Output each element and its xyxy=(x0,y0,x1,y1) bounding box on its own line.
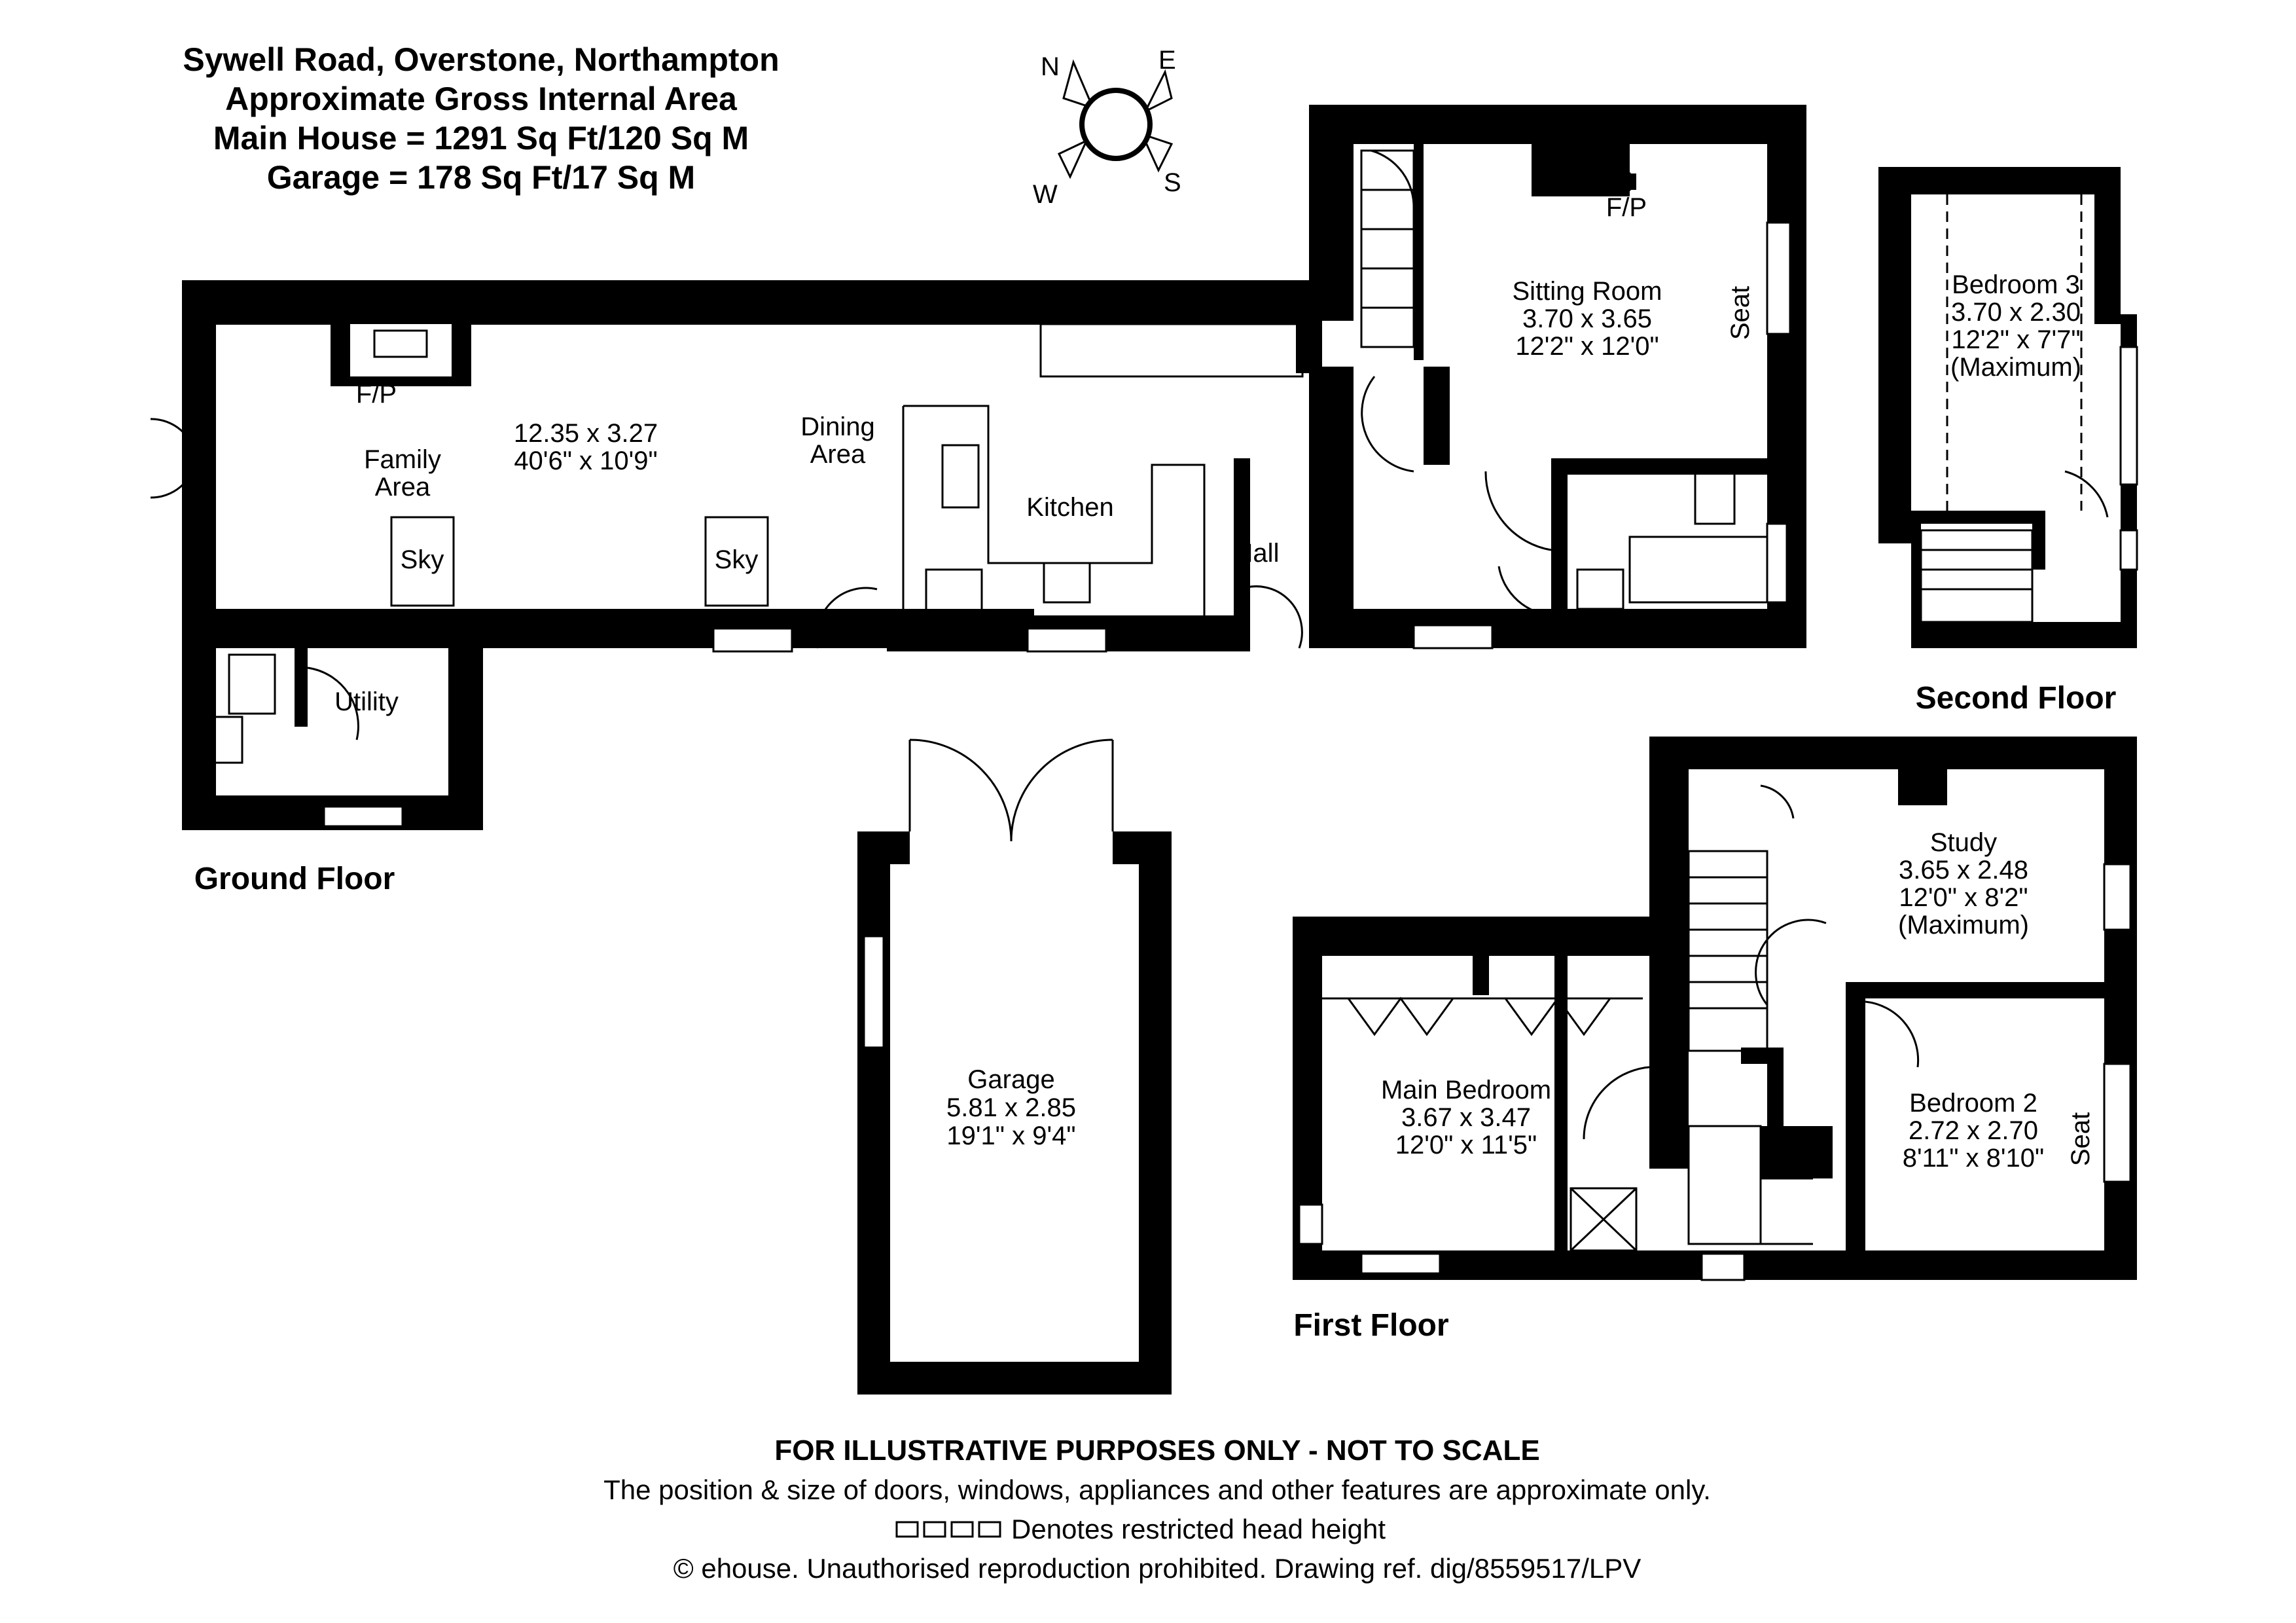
dining-area-label: Dining xyxy=(800,412,874,441)
dining-area-label-2: Area xyxy=(810,440,866,469)
main-bedroom-dims-imperial: 12'0" x 11'5" xyxy=(1395,1131,1537,1159)
copyright-line: © ehouse. Unauthorised reproduction proh… xyxy=(673,1553,1641,1584)
compass-icon: N E W S xyxy=(1033,46,1181,209)
skylight-label-1: Sky xyxy=(401,545,444,574)
first-floor-title: First Floor xyxy=(1293,1308,1448,1343)
bedroom-3-max: (Maximum) xyxy=(1950,353,2081,382)
sitting-seat-label: Seat xyxy=(1726,286,1755,340)
hall-label: Hall xyxy=(1234,539,1280,568)
study-dims-metric: 3.65 x 2.48 xyxy=(1899,856,2028,884)
bedroom-2-seat-label: Seat xyxy=(2066,1112,2095,1166)
sitting-dims-metric: 3.70 x 3.65 xyxy=(1522,304,1652,333)
ground-floor-plan: F/P Family Area 12.35 x 3.27 40'6" x 10'… xyxy=(150,105,1806,896)
not-to-scale-disclaimer: FOR ILLUSTRATIVE PURPOSES ONLY - NOT TO … xyxy=(774,1434,1539,1467)
bedroom-3-dims-imperial: 12'2" x 7'7" xyxy=(1951,325,2080,354)
study-label: Study xyxy=(1930,828,1997,857)
position-note: The position & size of doors, windows, a… xyxy=(603,1474,1711,1505)
family-area-label: Family xyxy=(364,445,441,474)
compass-w: W xyxy=(1033,180,1058,209)
header: Sywell Road, Overstone, Northampton Appr… xyxy=(183,41,779,196)
sitting-dims-imperial: 12'2" x 12'0" xyxy=(1515,332,1659,361)
sitting-room-label: Sitting Room xyxy=(1513,277,1662,306)
study-max: (Maximum) xyxy=(1898,911,2029,939)
family-dims-imperial: 40'6" x 10'9" xyxy=(514,447,657,475)
property-title: Sywell Road, Overstone, Northampton xyxy=(183,41,779,78)
restricted-head-height-legend: Denotes restricted head height xyxy=(1011,1514,1386,1544)
first-floor-plan: Study 3.65 x 2.48 12'0" x 8'2" (Maximum)… xyxy=(1293,737,2137,1343)
skylight-label-2: Sky xyxy=(715,545,759,574)
kitchen-label: Kitchen xyxy=(1026,493,1113,522)
second-floor-title: Second Floor xyxy=(1916,681,2117,716)
bedroom-3-label: Bedroom 3 xyxy=(1952,270,2080,299)
family-fp-label: F/P xyxy=(356,380,397,409)
compass-n: N xyxy=(1041,52,1060,81)
main-bedroom-label: Main Bedroom xyxy=(1381,1076,1551,1104)
ground-floor-title: Ground Floor xyxy=(194,862,395,896)
garage-plan: Garage 5.81 x 2.85 19'1" x 9'4" xyxy=(857,739,1172,1395)
garage-label: Garage xyxy=(967,1065,1054,1094)
garage-dims-metric: 5.81 x 2.85 xyxy=(946,1093,1076,1122)
utility-label: Utility xyxy=(334,687,399,716)
family-area-label-2: Area xyxy=(375,473,431,501)
area-subtitle: Approximate Gross Internal Area xyxy=(225,81,738,117)
compass-s: S xyxy=(1164,168,1181,197)
study-dims-imperial: 12'0" x 8'2" xyxy=(1899,883,2028,912)
compass-e: E xyxy=(1158,46,1176,75)
garage-dims-imperial: 19'1" x 9'4" xyxy=(946,1122,1075,1150)
bedroom-2-dims-imperial: 8'11" x 8'10" xyxy=(1903,1144,2044,1173)
restricted-head-height-key-icon xyxy=(895,1521,1001,1538)
main-bedroom-dims-metric: 3.67 x 3.47 xyxy=(1401,1103,1531,1132)
bedroom-2-label: Bedroom 2 xyxy=(1909,1089,2037,1118)
garage-area: Garage = 178 Sq Ft/17 Sq M xyxy=(267,159,695,196)
sitting-fp-label: F/P xyxy=(1606,193,1647,222)
second-floor-plan: Bedroom 3 3.70 x 2.30 12'2" x 7'7" (Maxi… xyxy=(1878,167,2138,716)
footer: FOR ILLUSTRATIVE PURPOSES ONLY - NOT TO … xyxy=(603,1434,1711,1584)
family-dims-metric: 12.35 x 3.27 xyxy=(514,419,658,448)
bedroom-2-dims-metric: 2.72 x 2.70 xyxy=(1909,1116,2038,1145)
main-house-area: Main House = 1291 Sq Ft/120 Sq M xyxy=(213,120,749,156)
bedroom-3-dims-metric: 3.70 x 2.30 xyxy=(1951,298,2081,327)
